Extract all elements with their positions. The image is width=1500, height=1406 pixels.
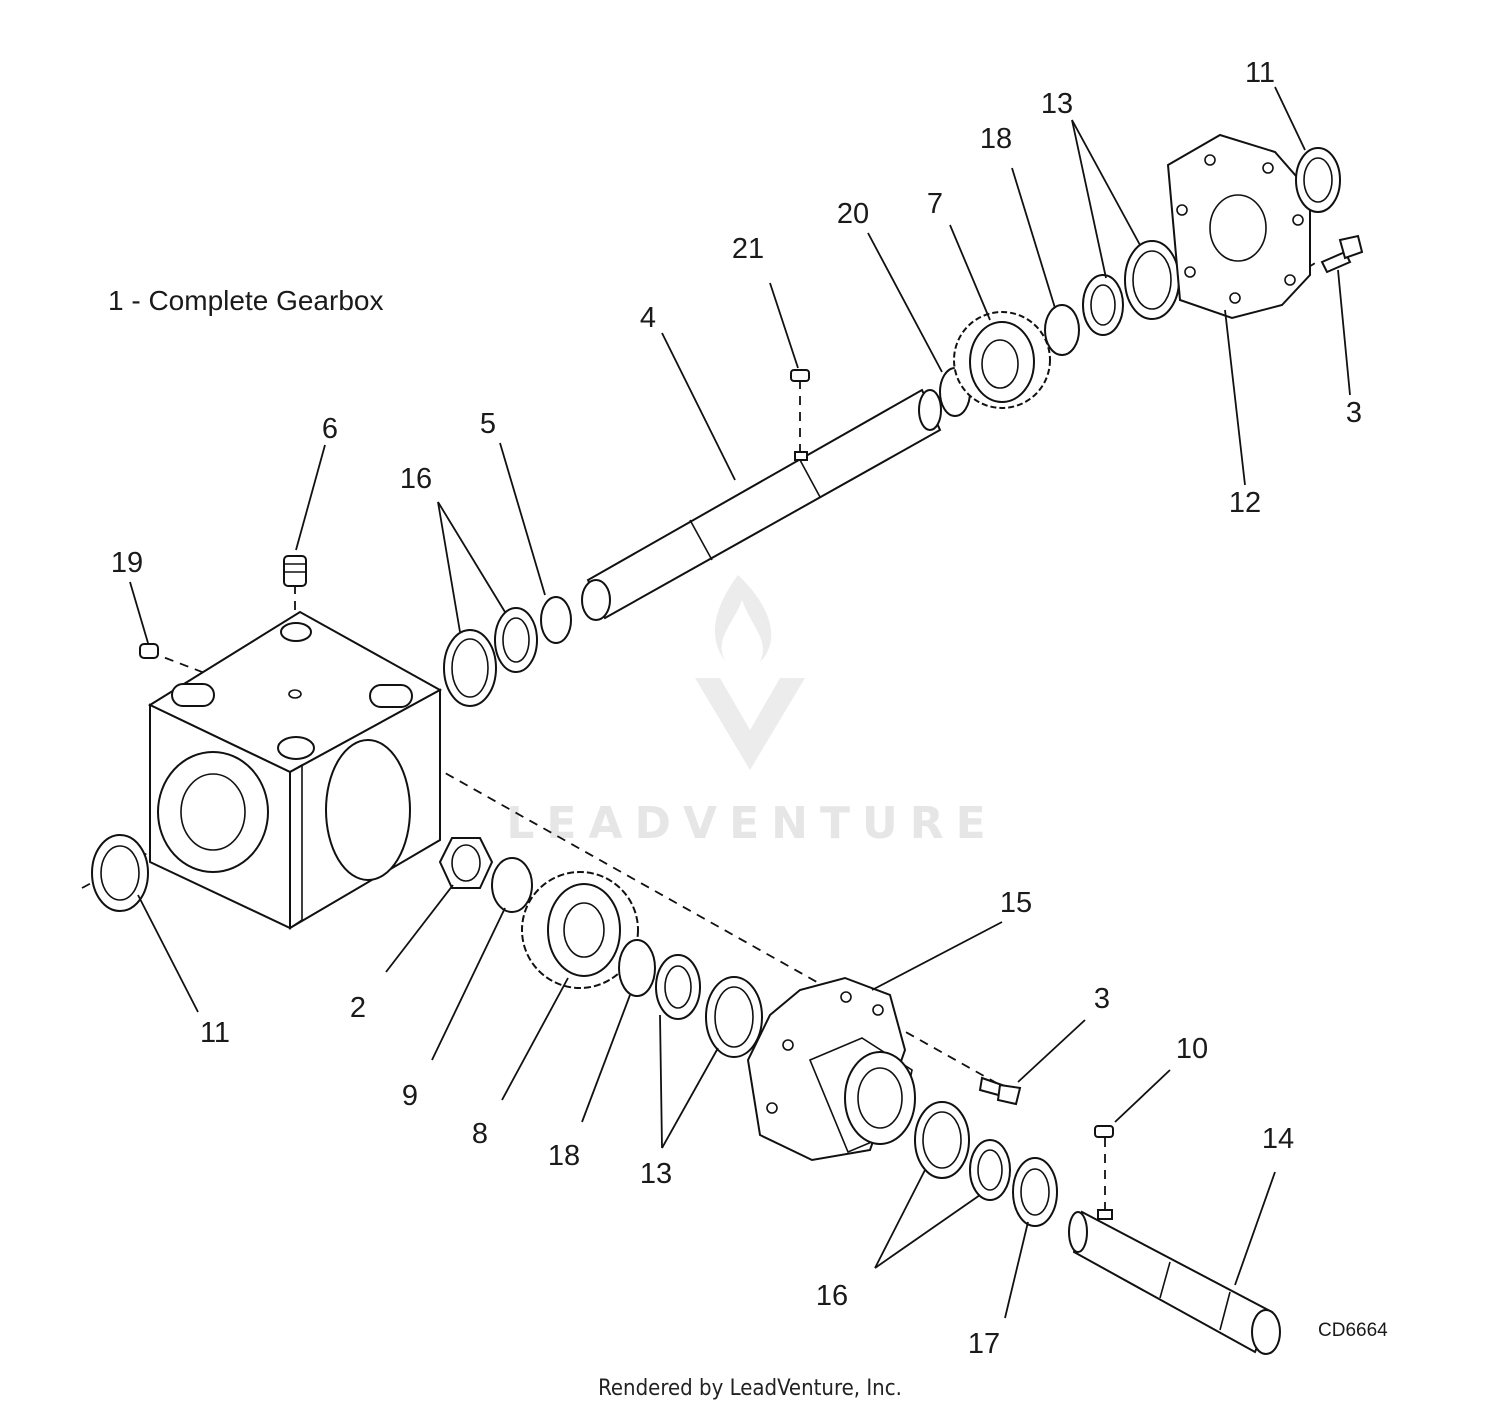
bearing-cone-lower bbox=[655, 954, 701, 1020]
watermark: LEADVENTURE bbox=[506, 575, 997, 849]
washer bbox=[491, 857, 533, 913]
bearing-housing bbox=[746, 976, 916, 1162]
callout-11: 11 bbox=[200, 1017, 230, 1049]
callout-21: 21 bbox=[732, 233, 764, 265]
bearing-cone-right bbox=[969, 1139, 1011, 1201]
footer-credit: Rendered by LeadVenture, Inc. bbox=[598, 1376, 902, 1401]
callout-9: 9 bbox=[402, 1080, 418, 1112]
snap-ring-left bbox=[540, 596, 572, 644]
oil-seal-upper bbox=[1295, 147, 1341, 213]
fill-plug bbox=[283, 555, 307, 587]
bearing-cone-left bbox=[494, 607, 538, 673]
legend-title: 1 - Complete Gearbox bbox=[108, 285, 383, 316]
watermark-text: LEADVENTURE bbox=[506, 798, 997, 849]
callout-3: 3 bbox=[1346, 397, 1362, 429]
callout-5: 5 bbox=[480, 408, 496, 440]
callout-16: 16 bbox=[816, 1280, 848, 1312]
callout-4: 4 bbox=[640, 302, 656, 334]
bevel-gear-upper bbox=[953, 311, 1051, 409]
callout-labels: 11 13 18 20 7 21 4 3 12 6 5 16 19 15 3 1… bbox=[111, 57, 1362, 1360]
callout-18: 18 bbox=[548, 1140, 580, 1172]
gearbox-housing bbox=[147, 610, 443, 930]
shaft-key-lower bbox=[1094, 1125, 1114, 1138]
input-shaft bbox=[581, 388, 942, 621]
callout-17: 17 bbox=[968, 1328, 1000, 1360]
shim-upper bbox=[1044, 304, 1080, 356]
shim-lower bbox=[618, 939, 656, 997]
callout-20: 20 bbox=[837, 198, 869, 230]
callout-13: 13 bbox=[1041, 88, 1073, 120]
callout-7: 7 bbox=[927, 188, 943, 220]
callout-8: 8 bbox=[472, 1118, 488, 1150]
cap-screw-lower bbox=[978, 1076, 1022, 1106]
bearing-cup-right bbox=[914, 1101, 970, 1179]
leader-lines bbox=[129, 86, 1351, 1319]
shaft-key-upper bbox=[790, 369, 810, 382]
bevel-gear-lower bbox=[521, 871, 639, 989]
hex-nut bbox=[438, 837, 494, 889]
callout-2: 2 bbox=[350, 992, 366, 1024]
callout-18: 18 bbox=[980, 123, 1012, 155]
callout-12: 12 bbox=[1229, 487, 1261, 519]
callout-3: 3 bbox=[1094, 983, 1110, 1015]
callout-16: 16 bbox=[400, 463, 432, 495]
vent-plug bbox=[139, 643, 159, 659]
callout-15: 15 bbox=[1000, 887, 1032, 919]
drawing-code: CD6664 bbox=[1318, 1320, 1388, 1341]
oil-seal-left bbox=[91, 834, 149, 912]
bearing-cup-upper bbox=[1124, 240, 1180, 320]
callout-6: 6 bbox=[322, 413, 338, 445]
bearing-cup-left bbox=[443, 629, 497, 707]
bearing-cup-lower bbox=[705, 976, 763, 1058]
callout-13: 13 bbox=[640, 1158, 672, 1190]
callout-10: 10 bbox=[1176, 1033, 1208, 1065]
cap-screw-upper bbox=[1320, 234, 1364, 274]
bearing-cover-plate bbox=[1166, 133, 1311, 320]
oil-seal-right bbox=[1012, 1157, 1058, 1227]
callout-19: 19 bbox=[111, 547, 143, 579]
output-shaft bbox=[1068, 1209, 1281, 1355]
bearing-cone-upper bbox=[1082, 274, 1124, 336]
callout-14: 14 bbox=[1262, 1123, 1294, 1155]
callout-11: 11 bbox=[1245, 57, 1275, 89]
